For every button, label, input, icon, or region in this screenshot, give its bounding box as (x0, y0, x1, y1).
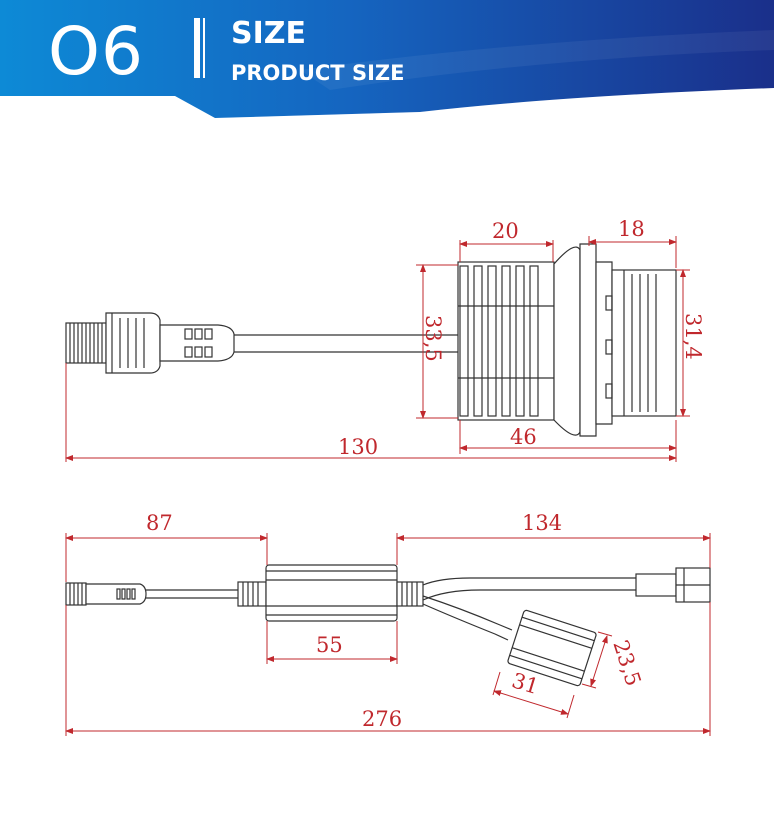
header-banner: O6 SIZE PRODUCT SIZE (0, 0, 774, 118)
dim-module-height: 23,5 (608, 637, 645, 689)
driver-box (265, 564, 398, 622)
dim-body-length: 46 (510, 425, 537, 449)
section-title: SIZE (231, 16, 307, 51)
title-divider (194, 18, 200, 78)
title-divider-thin (203, 18, 205, 78)
bottom-dimensions (65, 533, 711, 736)
capacitor-module (507, 609, 597, 687)
top-dimensions (65, 236, 690, 462)
banner-background (0, 0, 774, 118)
threaded-connector (65, 312, 161, 374)
dim-heatsink-width: 20 (492, 219, 519, 243)
dim-input-cable: 87 (146, 511, 173, 535)
bulb-base (605, 269, 677, 417)
connector-boot (159, 324, 235, 362)
strain-relief-left (237, 581, 267, 607)
dim-heatsink-height: 33,5 (421, 315, 445, 362)
output-connector (635, 567, 711, 603)
input-connector (65, 582, 147, 606)
section-subtitle: PRODUCT SIZE (231, 61, 405, 85)
dim-total-length: 276 (362, 707, 402, 731)
dim-overall-length: 130 (338, 435, 378, 459)
dim-base-diameter: 31,4 (681, 313, 705, 360)
mount-flange (553, 243, 613, 437)
bulb-top-view (65, 243, 677, 437)
dim-driver-length: 55 (316, 633, 343, 657)
strain-relief-right (396, 581, 424, 607)
driver-bottom-view (65, 564, 711, 687)
dim-output-cable: 134 (522, 511, 562, 535)
dim-base-length: 18 (618, 217, 645, 241)
heat-sink (457, 261, 555, 421)
section-number: O6 (48, 13, 144, 90)
